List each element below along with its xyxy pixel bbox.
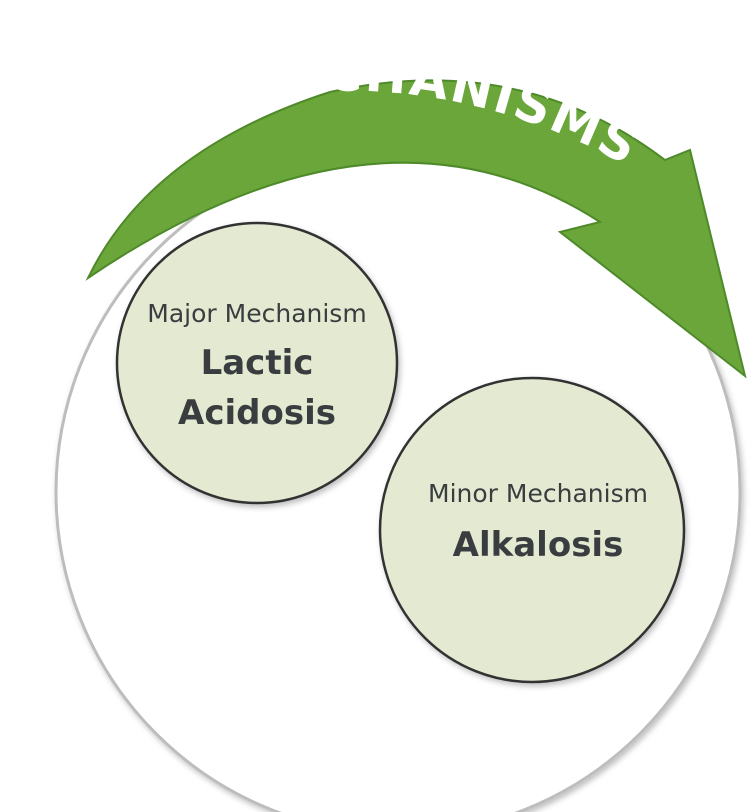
major-mechanism-label: Major Mechanism — [147, 299, 366, 328]
major-mechanism-title-line1: Lactic — [201, 343, 314, 383]
major-mechanism-title-line2: Acidosis — [178, 393, 336, 433]
minor-mechanism-title: Alkalosis — [453, 525, 624, 565]
minor-mechanism-circle — [378, 376, 686, 684]
minor-mechanism-label: Minor Mechanism — [428, 479, 648, 508]
major-mechanism-circle — [115, 221, 399, 505]
mechanisms-arrow — [85, 79, 747, 379]
